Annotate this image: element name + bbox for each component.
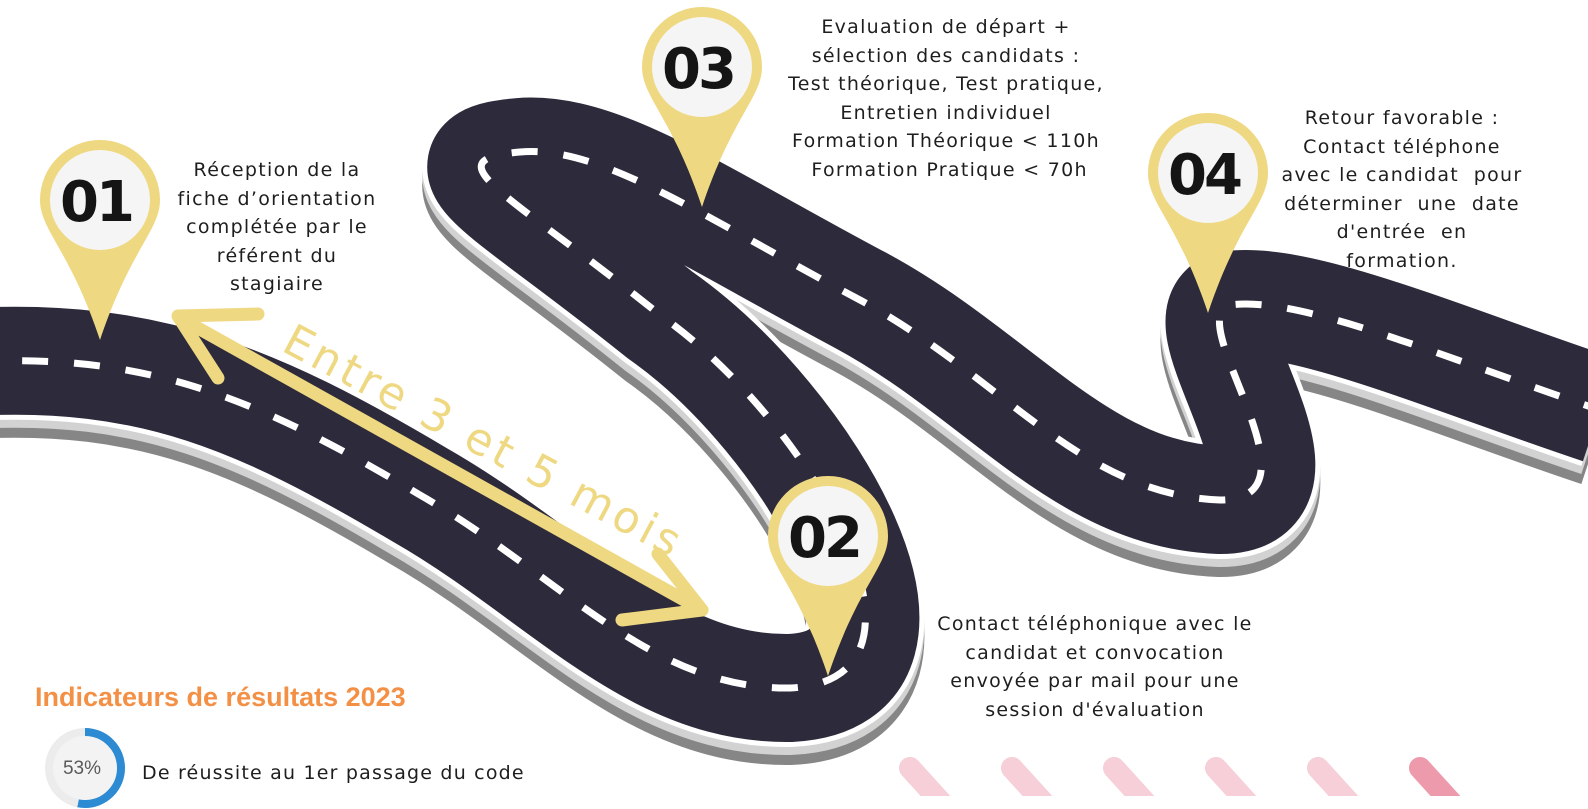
decorative-stripe bbox=[1001, 757, 1053, 796]
step-03-number: 03 bbox=[662, 37, 734, 102]
duration-arrow bbox=[171, 307, 709, 627]
step-01-number: 01 bbox=[60, 170, 132, 235]
step-02-line: envoyée par mail pour une bbox=[950, 670, 1240, 692]
success-rate-value: 53% bbox=[62, 758, 102, 779]
success-rate-label: De réussite au 1er passage du code bbox=[142, 762, 525, 784]
decorative-stripe bbox=[1307, 757, 1359, 796]
step-01-line: complétée par le bbox=[186, 216, 368, 238]
step-04-marker: 04 bbox=[1148, 113, 1268, 313]
step-04-line: formation. bbox=[1346, 249, 1458, 272]
step-03-line: Evaluation de départ + bbox=[821, 16, 1071, 38]
step-03-line: sélection des candidats : bbox=[811, 44, 1081, 67]
decorative-stripe bbox=[1103, 757, 1155, 796]
step-03-line: Formation Théorique < 110h bbox=[792, 130, 1100, 152]
step-02-number: 02 bbox=[788, 506, 860, 571]
step-04-line: Contact téléphone bbox=[1303, 135, 1501, 158]
step-04-line: d'entrée en bbox=[1336, 221, 1468, 243]
step-01-line: stagiaire bbox=[229, 273, 325, 295]
step-04-number: 04 bbox=[1168, 143, 1241, 208]
step-03-description: Evaluation de départ + sélection des can… bbox=[760, 13, 1132, 184]
decorative-stripes bbox=[899, 757, 1461, 796]
step-03-marker: 03 bbox=[642, 7, 762, 207]
step-04-description: Retour favorable : Contact téléphone ave… bbox=[1268, 104, 1536, 275]
step-04-line: Retour favorable : bbox=[1304, 107, 1500, 129]
step-03-line: Formation Pratique < 70h bbox=[804, 158, 1088, 181]
step-02-description: Contact téléphonique avec le candidat et… bbox=[910, 610, 1280, 724]
decorative-stripe bbox=[1205, 757, 1257, 796]
step-01-marker: 01 bbox=[40, 140, 160, 340]
indicators-title: Indicateurs de résultats 2023 bbox=[35, 682, 406, 712]
step-02-line: candidat et convocation bbox=[965, 641, 1225, 664]
step-01-line: référent du bbox=[216, 244, 338, 267]
step-04-line: déterminer une date bbox=[1284, 192, 1520, 215]
step-01-description: Réception de la fiche d’orientation comp… bbox=[162, 156, 392, 299]
step-02-line: Contact téléphonique avec le bbox=[937, 613, 1253, 635]
step-02-line: session d'évaluation bbox=[985, 698, 1205, 721]
step-03-line: Test théorique, Test pratique, bbox=[788, 73, 1104, 95]
step-01-line: Réception de la bbox=[193, 159, 361, 181]
step-04-line: avec le candidat pour bbox=[1281, 164, 1523, 186]
decorative-stripe bbox=[899, 757, 951, 796]
step-02-marker: 02 bbox=[768, 476, 888, 676]
step-03-line: Entretien individuel bbox=[840, 101, 1052, 124]
decorative-stripe bbox=[1409, 757, 1461, 796]
step-01-line: fiche d’orientation bbox=[177, 187, 377, 210]
